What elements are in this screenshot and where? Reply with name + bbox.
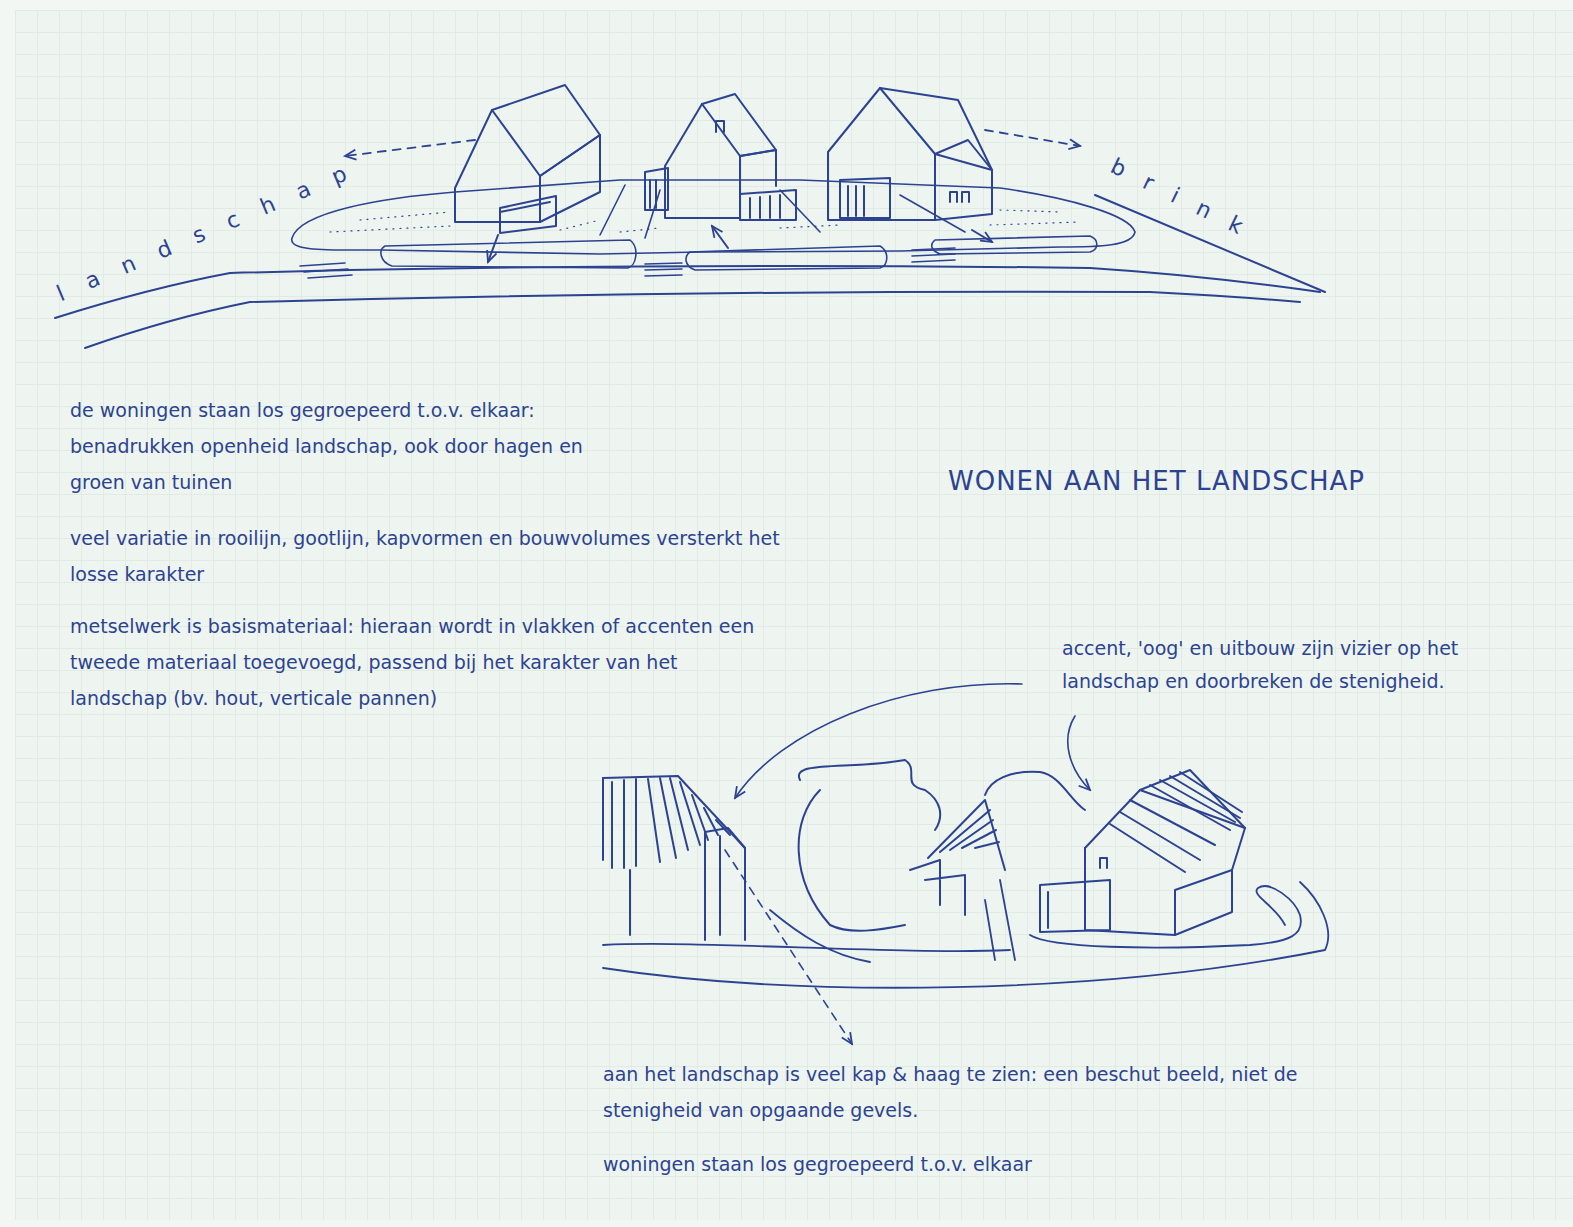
house-front-left-line (705, 828, 745, 940)
leader-lines-line (1068, 716, 1090, 790)
house-middle-back-line (910, 860, 965, 915)
garden-plot-line (381, 240, 636, 268)
house-right-line (950, 192, 969, 202)
garden-plot-line (686, 246, 887, 270)
house-middle-line (702, 94, 776, 156)
leader-lines-line (725, 850, 852, 1044)
hedge-line (1030, 886, 1301, 947)
house-middle-line (716, 121, 724, 132)
house-middle-line (645, 168, 668, 210)
house-middle (645, 94, 796, 248)
hedge-line (603, 910, 1010, 962)
house-front-right-line (1085, 848, 1232, 935)
house-front-right (1040, 770, 1245, 935)
design-note: de woningen staan los gegroepeerd t.o.v.… (70, 392, 600, 500)
hedge-line (985, 880, 1015, 960)
house-left-line (488, 235, 498, 262)
house-front-left-line (612, 778, 730, 868)
house-middle-line (740, 190, 796, 220)
tree-line (985, 772, 1085, 810)
house-right (828, 88, 992, 242)
house-middle-back-line (940, 810, 999, 852)
house-front-right-line (1110, 772, 1242, 872)
design-note: woningen staan los gegroepeerd t.o.v. el… (603, 1146, 1303, 1182)
leader-lines (725, 684, 1090, 1044)
design-note: aan het landschap is veel kap & haag te … (603, 1056, 1303, 1128)
garden-plot-line (300, 263, 352, 278)
leader-lines-line (735, 684, 1022, 798)
house-front-right-line (1040, 880, 1110, 932)
house-left-line (500, 196, 556, 233)
house-middle-line (740, 150, 776, 186)
hedge-line (603, 882, 1328, 988)
hedge (603, 880, 1328, 988)
house-middle-back (910, 800, 1005, 915)
house-middle-line (712, 226, 728, 248)
callout-note: accent, 'oog' en uitbouw zijn vizier op … (1062, 632, 1462, 698)
house-right-line (935, 140, 992, 220)
house-right-line (840, 178, 890, 218)
view-arrows (345, 130, 1080, 156)
sheet-title: WONEN AAN HET LANDSCHAP (948, 464, 1365, 498)
tree-line (799, 760, 941, 931)
house-middle-line (665, 104, 740, 218)
house-left-line (455, 110, 540, 222)
garden-plot (292, 180, 1135, 278)
garden-plot-line (932, 236, 1097, 254)
garden-plot-line (645, 263, 682, 276)
design-note: veel variatie in rooilijn, gootlijn, kap… (70, 520, 790, 592)
garden-texture (330, 210, 1080, 232)
house-front-left (603, 776, 745, 940)
garden-plot-line (600, 185, 965, 238)
house-left (455, 85, 600, 262)
view-arrows-line (985, 130, 1080, 146)
design-note: metselwerk is basismateriaal: hieraan wo… (70, 608, 770, 716)
garden-texture-line (330, 210, 1080, 232)
house-right-line (828, 88, 935, 220)
road-line (85, 292, 1300, 348)
house-left-line (540, 135, 600, 222)
house-front-left-line (603, 778, 630, 935)
house-left-line (492, 85, 600, 176)
tree (799, 760, 1085, 931)
house-right-line (880, 88, 992, 170)
house-front-right-line (1100, 858, 1107, 868)
garden-plot-line (912, 248, 955, 262)
house-right-line (972, 230, 992, 242)
house-front-left-line (603, 776, 745, 940)
